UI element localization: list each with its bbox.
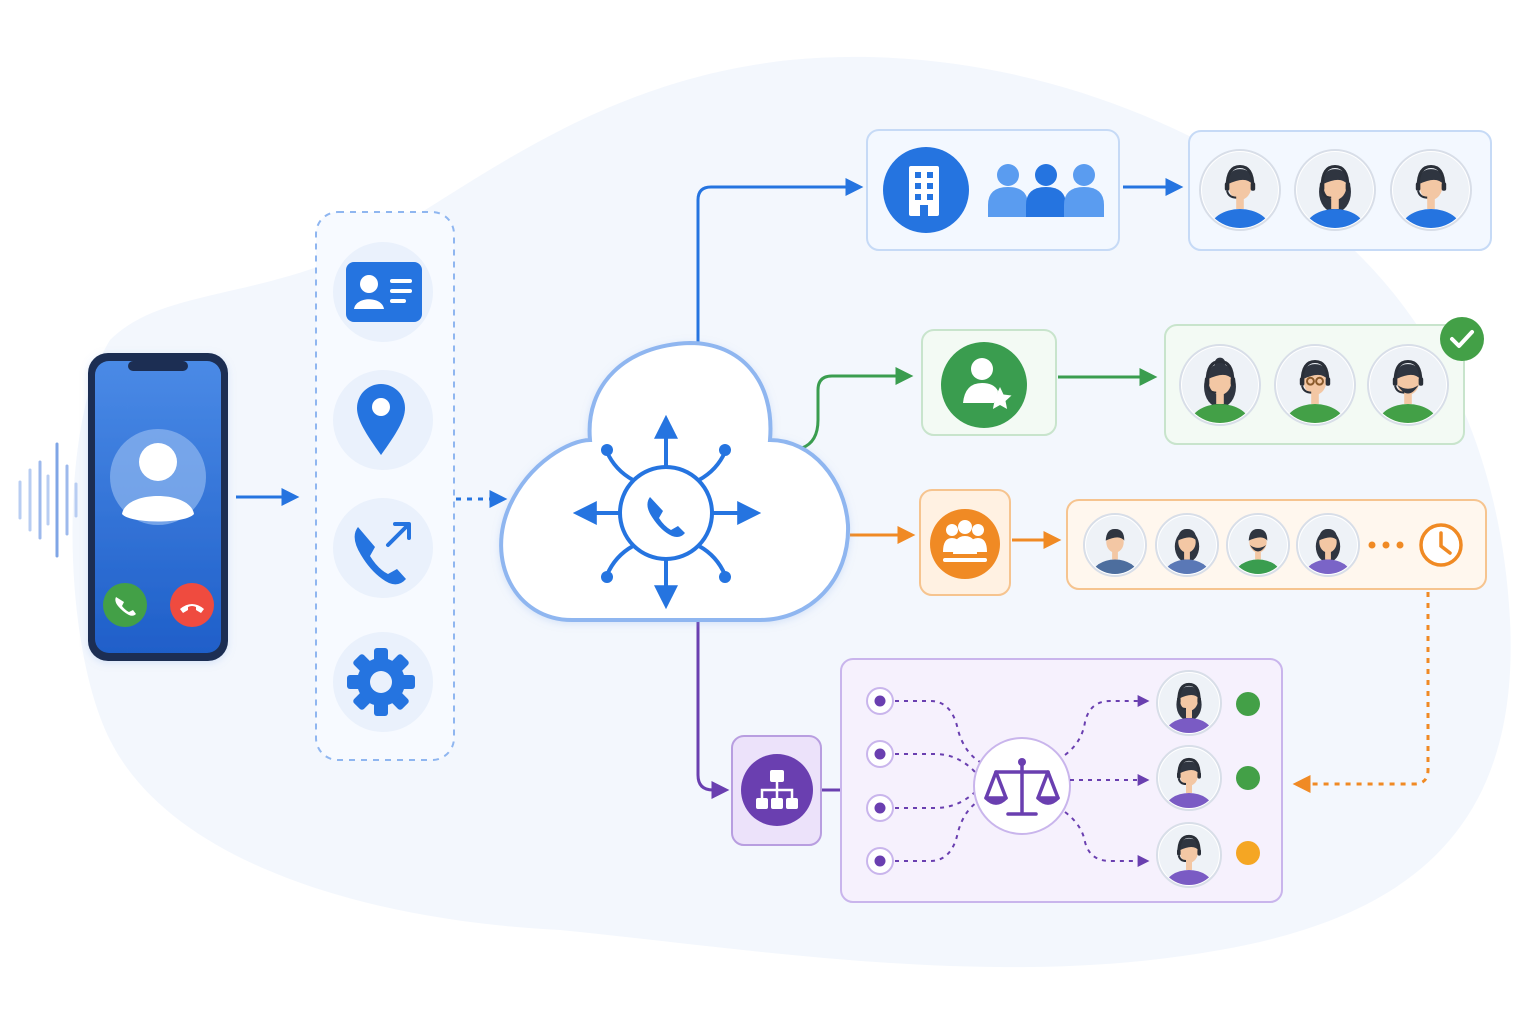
scale-icon xyxy=(973,737,1071,835)
team-icon xyxy=(988,164,1104,217)
phone-hub-icon xyxy=(572,414,762,610)
department-agents xyxy=(1199,149,1472,231)
load-balancing-agents xyxy=(1156,670,1222,888)
incoming-call-dot xyxy=(866,794,894,822)
route-line-skill xyxy=(801,367,914,450)
check-icon xyxy=(1440,317,1484,361)
agent-avatar xyxy=(1367,344,1449,426)
agent-avatar xyxy=(1156,745,1222,811)
queue-agents xyxy=(1083,513,1360,577)
agent-avatar xyxy=(1226,513,1290,577)
star-user-icon xyxy=(941,342,1027,428)
incoming-call-dot xyxy=(866,740,894,768)
sound-wave-icon xyxy=(18,442,78,558)
agent-avatar xyxy=(1156,670,1222,736)
outgoing-call-icon xyxy=(333,498,433,598)
balancer-outbound-lines xyxy=(1064,695,1150,867)
agent-avatar xyxy=(1199,149,1281,231)
incoming-calls xyxy=(866,687,894,875)
gear-icon xyxy=(333,632,433,732)
person-icon xyxy=(110,429,206,525)
routing-cloud xyxy=(499,340,851,622)
status-busy-dot xyxy=(1236,841,1260,865)
accept-call-icon[interactable] xyxy=(103,583,147,627)
clock-icon xyxy=(1419,523,1463,567)
agent-avatar xyxy=(1156,822,1222,888)
location-pin-icon xyxy=(333,370,433,470)
agent-avatar xyxy=(1390,149,1472,231)
queue-overflow-line xyxy=(1292,592,1430,793)
hierarchy-icon xyxy=(741,754,813,826)
incoming-call-dot xyxy=(866,687,894,715)
status-ready-dot xyxy=(1236,692,1260,716)
agent-avatar xyxy=(1274,344,1356,426)
agent-status-indicators xyxy=(1236,692,1260,865)
decline-call-icon[interactable] xyxy=(170,583,214,627)
contact-card-icon xyxy=(333,242,433,342)
agent-avatar xyxy=(1179,344,1261,426)
agent-avatar xyxy=(1083,513,1147,577)
ellipsis-icon xyxy=(1368,541,1404,549)
incoming-call-dot xyxy=(866,847,894,875)
route-line-load-balancing xyxy=(696,620,730,799)
caller-attributes-panel xyxy=(315,211,455,761)
agent-avatar xyxy=(1155,513,1219,577)
status-ready-dot xyxy=(1236,766,1260,790)
route-line-department xyxy=(696,178,864,345)
group-icon xyxy=(930,509,1000,579)
agent-avatar xyxy=(1294,149,1376,231)
agent-avatar xyxy=(1296,513,1360,577)
skill-agents xyxy=(1179,344,1449,426)
building-icon xyxy=(883,147,969,233)
